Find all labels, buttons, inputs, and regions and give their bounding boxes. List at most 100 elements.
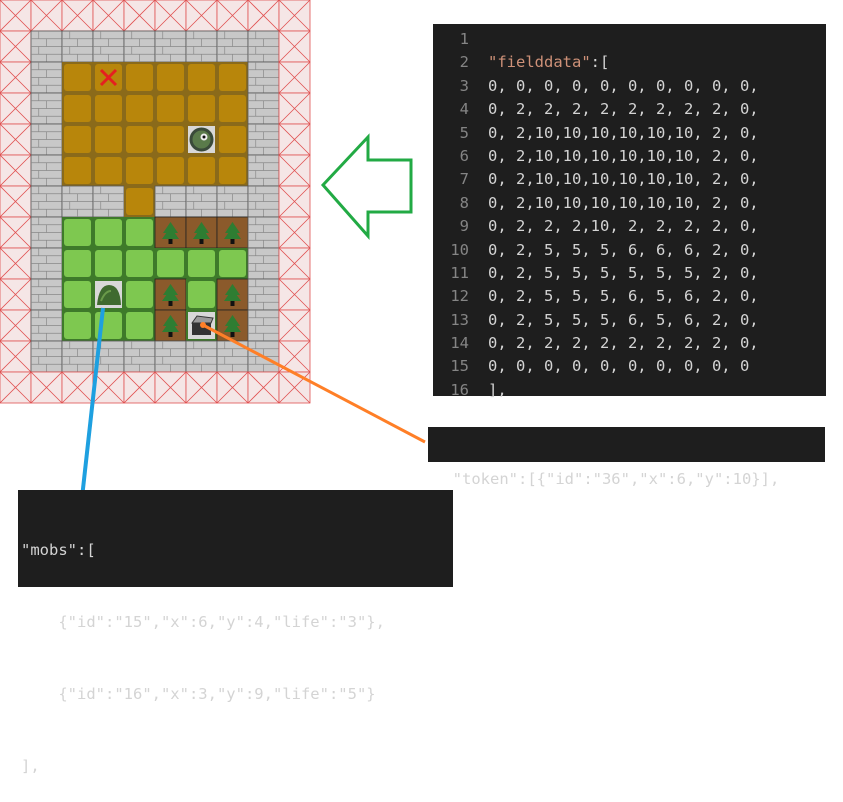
map-tile xyxy=(61,0,94,32)
blob-monster-icon xyxy=(188,126,215,153)
map-tile xyxy=(30,61,63,94)
map-tile xyxy=(278,0,311,32)
map-tile xyxy=(217,155,248,186)
map-tile xyxy=(216,0,249,32)
line-number: 9 xyxy=(459,217,469,236)
map-tile xyxy=(185,30,218,63)
map-tile xyxy=(61,340,94,373)
code-line xyxy=(488,28,759,51)
token-code-box: "token":[{"id":"36","x":6,"y":10}], xyxy=(428,427,825,488)
map-tile xyxy=(30,123,63,156)
map-tile xyxy=(0,216,32,249)
map-tile xyxy=(61,30,94,63)
map-tile xyxy=(30,278,63,311)
map-tile xyxy=(30,30,63,63)
code-line: 0, 2, 5, 5, 5, 5, 5, 5, 2, 0, xyxy=(488,263,759,282)
code-line: 0, 2, 5, 5, 5, 6, 5, 6, 2, 0, xyxy=(488,287,759,306)
map-tile xyxy=(217,248,248,279)
map-tile xyxy=(217,124,248,155)
map-tile xyxy=(30,247,63,280)
map-tile xyxy=(62,124,93,155)
code-lines: "fielddata":[ 0, 0, 0, 0, 0, 0, 0, 0, 0, … xyxy=(488,28,759,402)
mobs-code-line: {"id":"15","x":6,"y":4,"life":"3"}, xyxy=(21,613,385,631)
map-tile xyxy=(278,123,311,156)
map-tile xyxy=(93,155,124,186)
map-tile xyxy=(154,340,187,373)
map-tile xyxy=(278,340,311,373)
tile-map xyxy=(0,0,311,404)
map-tile xyxy=(62,62,93,93)
map-tile xyxy=(185,340,218,373)
map-tile xyxy=(0,30,32,63)
map-tile xyxy=(93,93,124,124)
map-tile xyxy=(0,371,32,404)
map-tile xyxy=(62,155,93,186)
map-tile xyxy=(0,123,32,156)
map-tile xyxy=(278,247,311,280)
map-tile xyxy=(62,248,93,279)
red-x-icon xyxy=(99,68,118,87)
map-tile xyxy=(155,248,186,279)
treasure-chest-icon xyxy=(188,312,215,339)
map-tile xyxy=(123,30,156,63)
map-tile xyxy=(154,278,187,311)
line-number: 1 xyxy=(459,30,469,48)
line-number: 13 xyxy=(450,310,469,329)
line-number: 2 xyxy=(459,53,469,72)
map-tile xyxy=(247,154,280,187)
map-tile xyxy=(247,309,280,342)
map-tile xyxy=(185,216,218,249)
map-tile xyxy=(185,371,218,404)
map-tile xyxy=(278,371,311,404)
code-line: 0, 0, 0, 0, 0, 0, 0, 0, 0, 0 xyxy=(488,357,750,376)
map-tile xyxy=(30,92,63,125)
line-number: 6 xyxy=(459,146,469,165)
map-tile xyxy=(92,0,125,32)
map-tile xyxy=(93,310,124,341)
map-tile xyxy=(0,154,32,187)
map-tile xyxy=(154,185,187,218)
slime-mound-icon xyxy=(95,281,122,308)
line-number: 4 xyxy=(459,100,469,119)
map-tile xyxy=(247,340,280,373)
map-tile xyxy=(30,154,63,187)
map-tile xyxy=(62,217,93,248)
map-tile xyxy=(216,278,249,311)
map-tile xyxy=(154,216,187,249)
code-line: "fielddata":[ xyxy=(488,53,610,72)
map-tile xyxy=(278,30,311,63)
mobs-code-line: "mobs":[ xyxy=(21,541,96,559)
map-tile xyxy=(0,185,32,218)
map-tile xyxy=(154,371,187,404)
line-number: 8 xyxy=(459,193,469,212)
map-tile xyxy=(216,216,249,249)
map-tile xyxy=(155,62,186,93)
mobs-code-line: {"id":"16","x":3,"y":9,"life":"5"} xyxy=(21,685,376,703)
map-tile xyxy=(123,0,156,32)
map-tile xyxy=(124,310,155,341)
map-tile xyxy=(124,62,155,93)
map-tile xyxy=(185,0,218,32)
map-tile xyxy=(92,30,125,63)
map-tile xyxy=(0,278,32,311)
mobs-code-box: "mobs":[ {"id":"15","x":6,"y":4,"life":"… xyxy=(18,490,453,775)
code-line: 0, 2,10,10,10,10,10,10, 2, 0, xyxy=(488,123,759,142)
pine-tree-icon xyxy=(162,284,179,306)
line-number: 3 xyxy=(459,76,469,95)
map-tile xyxy=(186,248,217,279)
map-tile xyxy=(278,309,311,342)
code-line: 0, 2,10,10,10,10,10,10, 2, 0, xyxy=(488,146,759,165)
token-code-text: "token":[{"id":"36","x":6,"y":10}], xyxy=(452,470,780,488)
map-tile xyxy=(247,278,280,311)
map-tile xyxy=(62,310,93,341)
map-tile xyxy=(0,61,32,94)
map-tile xyxy=(124,279,155,310)
map-tile xyxy=(185,185,218,218)
map-tile xyxy=(247,247,280,280)
line-number: 11 xyxy=(450,263,469,282)
map-tile xyxy=(247,216,280,249)
map-tile xyxy=(124,124,155,155)
line-number: 14 xyxy=(450,334,469,353)
map-tile xyxy=(216,309,249,342)
